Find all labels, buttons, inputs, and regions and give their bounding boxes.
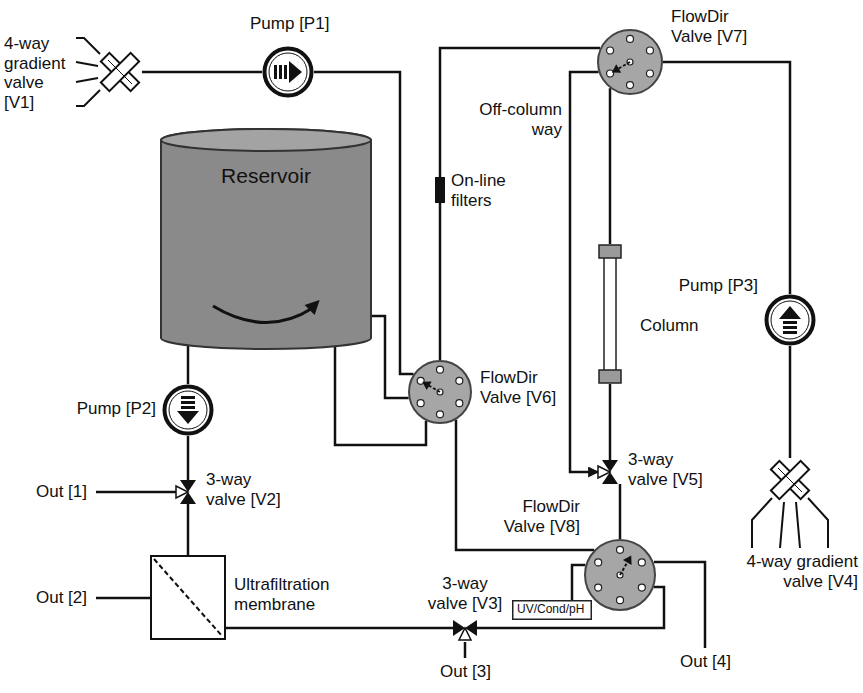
- pipe-connector: [226, 627, 453, 630]
- inline-filter: On-line filters: [435, 177, 445, 203]
- ultrafiltration-membrane-outline: [150, 555, 226, 640]
- ultrafiltration-membrane: Ultrafiltration membrane: [150, 555, 226, 640]
- flow-direction-valve-outline: [584, 539, 656, 611]
- pipe-connector: [187, 504, 190, 555]
- gradient-valve: 4-way gradient valve [V4]: [768, 458, 812, 502]
- node-label: Column: [640, 316, 699, 336]
- node-label: UV/Cond/pH: [517, 603, 584, 617]
- chromatography-column: Column: [598, 244, 622, 384]
- pipe-connector: [609, 384, 612, 460]
- pipe-connector: [187, 345, 190, 384]
- reservoir-tank: Reservoir: [160, 128, 372, 350]
- pipe-connector: [609, 88, 612, 244]
- pump-symbol-outline: [764, 294, 816, 346]
- pump-symbol-outline: [162, 384, 214, 436]
- pipe-connector: [572, 565, 585, 600]
- pump-symbol-outline: [262, 46, 314, 98]
- three-way-valve-outline: [453, 616, 477, 640]
- node-label: FlowDir Valve [V8]: [488, 497, 580, 536]
- flow-direction-valve-outline: [408, 360, 472, 424]
- three-way-valve: 3-way valve [V5]: [598, 460, 622, 484]
- pipe-connector: [142, 71, 262, 74]
- node-label: 4-way gradient valve [V1]: [4, 34, 74, 112]
- pipe-connector: [663, 62, 790, 294]
- inline-filter-outline: [435, 177, 445, 203]
- detector-box: UV/Cond/pH: [512, 600, 592, 620]
- port-label: Off-column way: [470, 100, 562, 139]
- gradient-valve: 4-way gradient valve [V1]: [98, 50, 142, 94]
- pump-symbol: Pump [P2]: [162, 384, 214, 436]
- port-label: Out [1]: [36, 482, 87, 502]
- node-label: Pump [P1]: [250, 14, 329, 34]
- flow-direction-valve: FlowDir Valve [V7]: [597, 29, 663, 95]
- pump-symbol: Pump [P3]: [764, 294, 816, 346]
- node-label: Ultrafiltration membrane: [234, 575, 358, 614]
- three-way-valve: 3-way valve [V2]: [176, 480, 200, 504]
- pipe-connector: [570, 72, 599, 472]
- node-label: 4-way gradient valve [V4]: [728, 552, 858, 591]
- node-label: Pump [P2]: [72, 399, 156, 419]
- three-way-valve: 3-way valve [V3]: [453, 616, 477, 640]
- node-label: 3-way valve [V3]: [422, 574, 508, 613]
- pipe-connector: [187, 436, 190, 480]
- pipe-connector: [789, 346, 792, 458]
- three-way-valve-outline: [598, 460, 622, 484]
- port-label: Out [4]: [680, 652, 731, 672]
- pipe-connector: [440, 48, 600, 177]
- node-label: Reservoir: [160, 164, 372, 188]
- node-label: FlowDir Valve [V7]: [671, 7, 763, 46]
- flow-direction-valve: FlowDir Valve [V6]: [408, 360, 472, 424]
- chromatography-column-outline: [598, 244, 622, 384]
- pipe-connector: [439, 203, 442, 360]
- reservoir-tank-outline: [160, 128, 372, 350]
- pump-symbol: Pump [P1]: [262, 46, 314, 98]
- pipe-connector: [372, 316, 409, 398]
- gradient-valve-outline: [98, 50, 142, 94]
- pipe-connector: [619, 484, 622, 539]
- node-label: Pump [P3]: [674, 276, 758, 296]
- gradient-valve-outline: [768, 458, 812, 502]
- port-label: Out [2]: [36, 588, 87, 608]
- flow-direction-valve-outline: [597, 29, 663, 95]
- pipe-connector: [456, 420, 594, 550]
- flow-direction-valve: FlowDir Valve [V8]: [584, 539, 656, 611]
- port-label: Out [3]: [440, 662, 491, 682]
- node-label: 3-way valve [V5]: [628, 450, 714, 489]
- three-way-valve-outline: [176, 480, 200, 504]
- node-label: 3-way valve [V2]: [206, 470, 292, 509]
- node-label: FlowDir Valve [V6]: [480, 368, 566, 407]
- node-label: On-line filters: [451, 171, 515, 210]
